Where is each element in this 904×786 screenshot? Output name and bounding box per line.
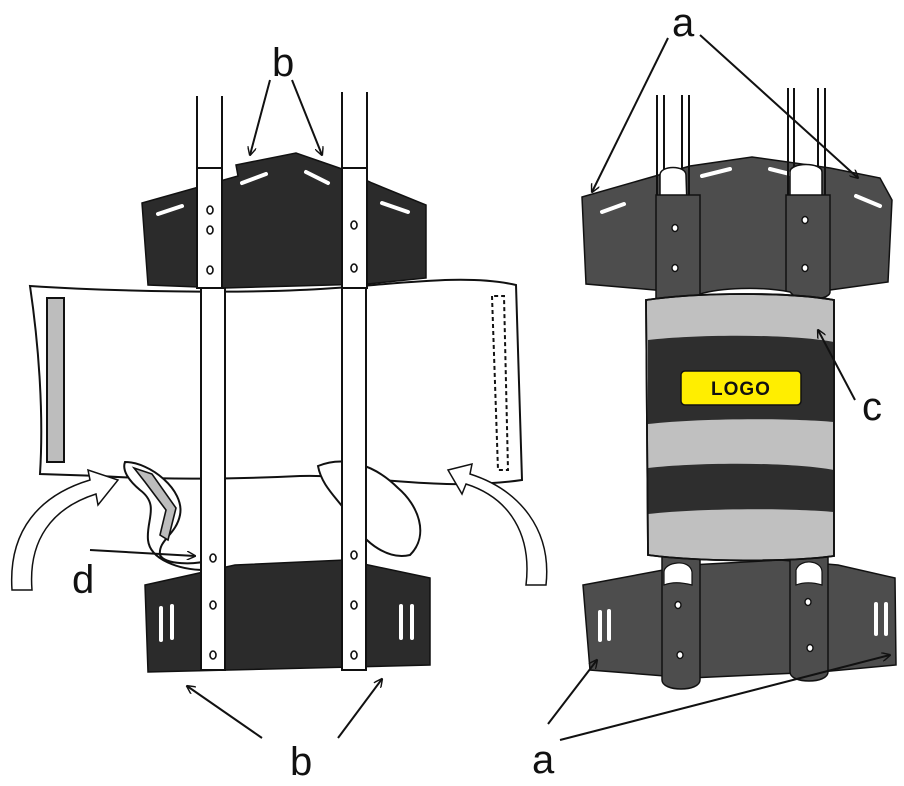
flap-gray-strip bbox=[131, 466, 177, 542]
logo-text: LOGO bbox=[711, 379, 771, 400]
label-a-top: a bbox=[672, 1, 695, 45]
upright-bars-right-lower bbox=[661, 554, 829, 690]
upper-slots-left bbox=[156, 170, 410, 216]
velcro-strip bbox=[46, 297, 65, 463]
wrap-sleeve-left bbox=[28, 278, 524, 486]
right-brace: LOGO a c a bbox=[532, 1, 897, 782]
label-c: c bbox=[862, 385, 882, 429]
upper-panel-left bbox=[141, 152, 427, 289]
upper-slots-right bbox=[600, 167, 882, 214]
upper-panel-right bbox=[581, 156, 893, 295]
label-b-bottom: b bbox=[290, 740, 312, 781]
logo-badge bbox=[680, 370, 802, 406]
leader-arrows-left bbox=[89, 79, 382, 739]
rivets-right-lower bbox=[674, 597, 814, 660]
lower-slots-right bbox=[598, 602, 888, 642]
leader-arrows-right bbox=[547, 34, 890, 741]
lower-panel-left bbox=[144, 559, 431, 673]
lower-panel-right bbox=[582, 559, 897, 679]
label-d: d bbox=[72, 558, 94, 602]
wrap-arrow-left bbox=[10, 468, 120, 591]
stitching bbox=[490, 295, 510, 471]
cuff-band bbox=[645, 287, 835, 562]
label-b-top: b bbox=[272, 41, 294, 85]
rivets-left bbox=[206, 205, 358, 660]
left-brace: b d b bbox=[10, 41, 548, 784]
rivets-right-upper bbox=[671, 215, 809, 273]
upright-bars-right-upper bbox=[655, 88, 831, 311]
lower-slots-left bbox=[159, 604, 414, 642]
label-a-bottom: a bbox=[532, 738, 555, 781]
wrap-arrow-right bbox=[446, 462, 548, 586]
